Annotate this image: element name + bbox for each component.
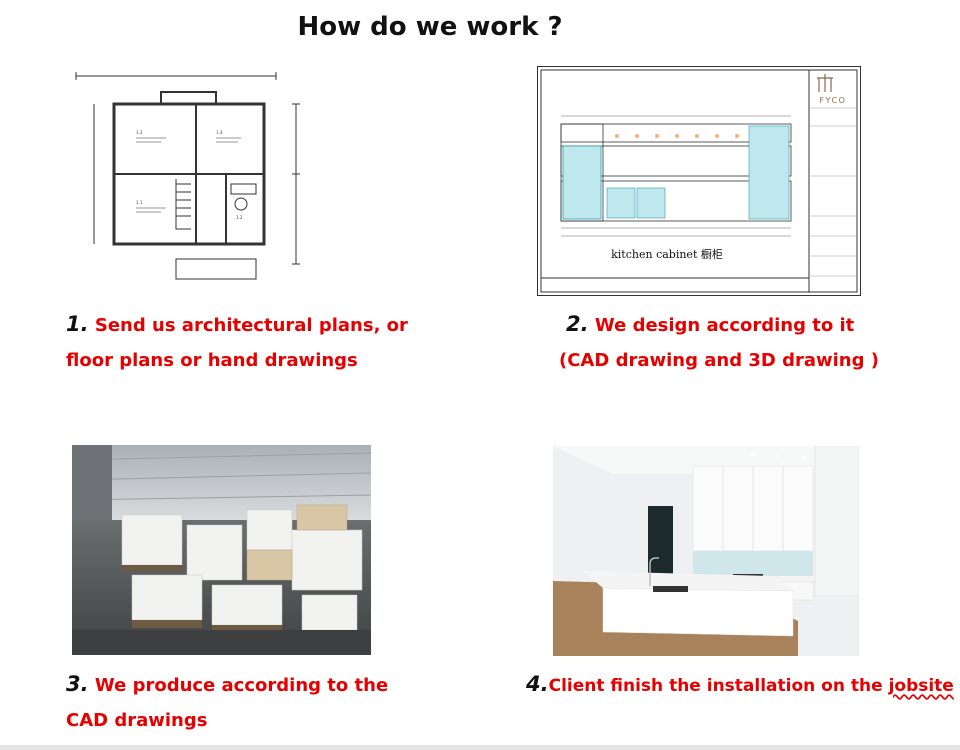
step-2-caption-line2: (CAD drawing and 3D drawing ) <box>559 350 879 371</box>
step-1-caption-line1: 1. Send us architectural plans, or <box>66 312 408 336</box>
step-4-jobsite-word: jobsite <box>888 676 954 696</box>
page-title: How do we work ? <box>297 12 563 42</box>
svg-text:1.2: 1.2 <box>236 215 243 220</box>
step-2-caption-line1: 2. We design according to it <box>566 312 854 336</box>
step-4-caption-line1: 4.Client finish the installation on the … <box>526 672 954 696</box>
cad-logo: FYCO <box>820 96 847 105</box>
step-3-caption-line2: CAD drawings <box>66 710 208 731</box>
cad-label: kitchen cabinet 橱柜 <box>611 247 723 261</box>
step-2-text: We design according to it <box>594 315 855 336</box>
svg-text:1.1: 1.1 <box>136 200 143 205</box>
step-1-number: 1. <box>66 312 89 336</box>
step-2-number: 2. <box>566 312 589 336</box>
step-1-text: Send us architectural plans, or <box>94 315 408 336</box>
factory-production-photo <box>72 445 371 655</box>
svg-text:1.3: 1.3 <box>136 130 143 135</box>
step-3-text: We produce according to the <box>94 675 389 696</box>
bottom-bar <box>0 745 960 750</box>
finished-kitchen-photo <box>553 446 859 656</box>
floor-plan-image: 1.3 1.4 1.1 1.2 <box>66 64 330 300</box>
cad-drawing-image: kitchen cabinet 橱柜 FYCO <box>537 66 861 296</box>
step-4-number: 4. <box>526 672 549 696</box>
step-1-caption-line2: floor plans or hand drawings <box>66 350 358 371</box>
step-4-text: Client finish the installation on the <box>548 676 889 696</box>
svg-text:1.4: 1.4 <box>216 130 223 135</box>
step-3-number: 3. <box>66 672 89 696</box>
step-3-caption-line1: 3. We produce according to the <box>66 672 388 696</box>
